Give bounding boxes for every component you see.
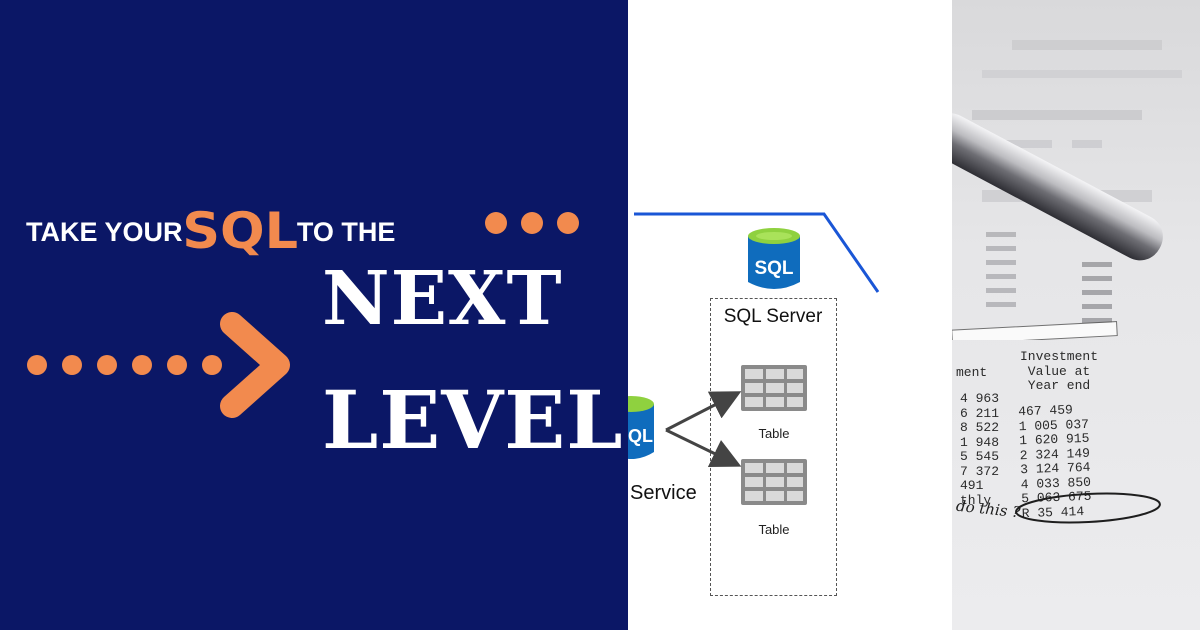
sql-server-label: SQL Server [723, 306, 823, 327]
table-icon [741, 365, 807, 411]
table-label: Table [758, 522, 790, 537]
service-db-label: QL [628, 426, 653, 446]
next-word: NEXT [322, 256, 563, 342]
table-icon [741, 459, 807, 505]
sql-word: SQL [181, 202, 298, 260]
diagram-lines [634, 212, 880, 293]
left-column-header: ment [956, 365, 988, 380]
arrow-dot [27, 355, 47, 375]
photo-panel: Investment Value at Year end ment 4 963 … [952, 0, 1200, 630]
diagram-panel: SQL SQL Server Table Table QL Service [628, 0, 952, 630]
headline-line: TAKE YOUR SQL TO THE [26, 196, 395, 256]
ellipsis-dot [485, 212, 507, 234]
left-column-values: 4 963 6 211 8 522 1 948 5 545 7 372 491 … [960, 391, 1000, 508]
arrow-dot [132, 355, 152, 375]
service-label: Service [630, 482, 697, 504]
ellipsis-dot [521, 212, 543, 234]
sql-database-icon [748, 228, 800, 289]
take-your-text: TAKE YOUR [26, 217, 183, 247]
level-word: LEVEL [322, 373, 624, 467]
arrow-dot [62, 355, 82, 375]
arrow-dot [202, 355, 222, 375]
arrow-dot [97, 355, 117, 375]
service-database-icon [628, 396, 654, 459]
chevron-right-icon [220, 312, 290, 418]
ellipsis-dot [557, 212, 579, 234]
to-the-text: TO THE [296, 217, 396, 247]
investment-header: Investment Value at Year end [1020, 349, 1099, 393]
table-label: Table [758, 426, 790, 441]
circled-annotation [1015, 492, 1161, 524]
connector-arrows [665, 391, 742, 468]
headline-panel: TAKE YOUR SQL TO THE NEXT LEVEL [0, 0, 628, 630]
sql-icon-label: SQL [754, 258, 794, 279]
arrow-dot [167, 355, 187, 375]
pen-image [952, 113, 1163, 261]
